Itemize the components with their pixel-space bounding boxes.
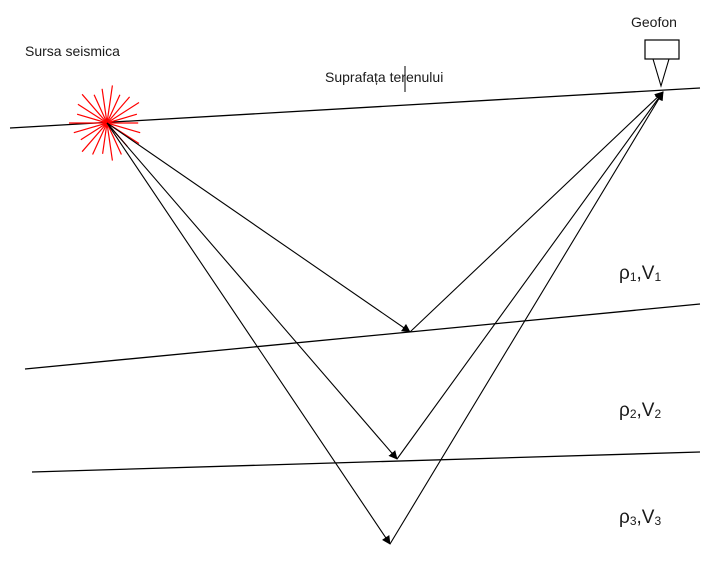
- burst-ray: [102, 122, 108, 154]
- layer-2-v: V: [641, 400, 655, 421]
- burst-ray: [81, 93, 108, 124]
- layer-1-rho-sub: 1: [629, 270, 637, 284]
- layer-3-rho-sub: 3: [629, 514, 637, 528]
- burst-ray: [106, 85, 113, 124]
- burst-ray: [101, 88, 108, 124]
- burst-ray: [106, 122, 141, 134]
- layer-3-v-sub: 3: [654, 514, 662, 528]
- layer-3-rho: ρ: [619, 507, 630, 528]
- ground-surface-line: [9, 87, 701, 129]
- burst-ray: [93, 94, 108, 124]
- burst-ray: [73, 122, 108, 134]
- layer-2-v-sub: 2: [654, 407, 662, 421]
- layer-1-label: ρ1,V1: [619, 264, 661, 283]
- burst-ray: [106, 122, 113, 161]
- layer-2-label: ρ2,V2: [619, 401, 661, 420]
- surface-label: Suprafața terenului: [325, 69, 444, 85]
- geophone-label: Geofon: [631, 14, 677, 30]
- layer-boundary-2: [31, 451, 701, 473]
- reflected-ray-1: [409, 91, 664, 333]
- reflected-ray-2: [396, 91, 664, 460]
- layer-2-rho-sub: 2: [629, 407, 637, 421]
- layer-3-label: ρ3,V3: [619, 508, 661, 527]
- burst-ray: [80, 122, 108, 141]
- burst-ray: [106, 113, 138, 124]
- burst-ray: [77, 103, 108, 124]
- burst-ray: [106, 122, 122, 155]
- layer-2-rho: ρ: [619, 400, 630, 421]
- incident-ray-1: [106, 122, 411, 333]
- layer-1-v: V: [641, 263, 655, 284]
- burst-ray: [76, 113, 108, 124]
- source-label: Sursa seismica: [25, 43, 120, 59]
- layer-boundary-1: [24, 303, 701, 370]
- incident-ray-3: [106, 122, 391, 545]
- burst-ray: [106, 96, 131, 124]
- burst-ray: [81, 122, 108, 153]
- layer-1-v-sub: 1: [654, 270, 662, 284]
- incident-ray-2: [106, 122, 398, 460]
- burst-ray: [106, 101, 140, 124]
- burst-ray: [106, 94, 121, 124]
- layer-1-sep: ,: [636, 263, 642, 284]
- layer-3-v: V: [641, 507, 655, 528]
- reflected-ray-3: [389, 91, 664, 545]
- layer-3-sep: ,: [636, 507, 642, 528]
- burst-ray: [92, 122, 108, 155]
- layer-2-sep: ,: [636, 400, 642, 421]
- geophone-icon: [644, 39, 680, 88]
- layer-1-rho: ρ: [619, 263, 630, 284]
